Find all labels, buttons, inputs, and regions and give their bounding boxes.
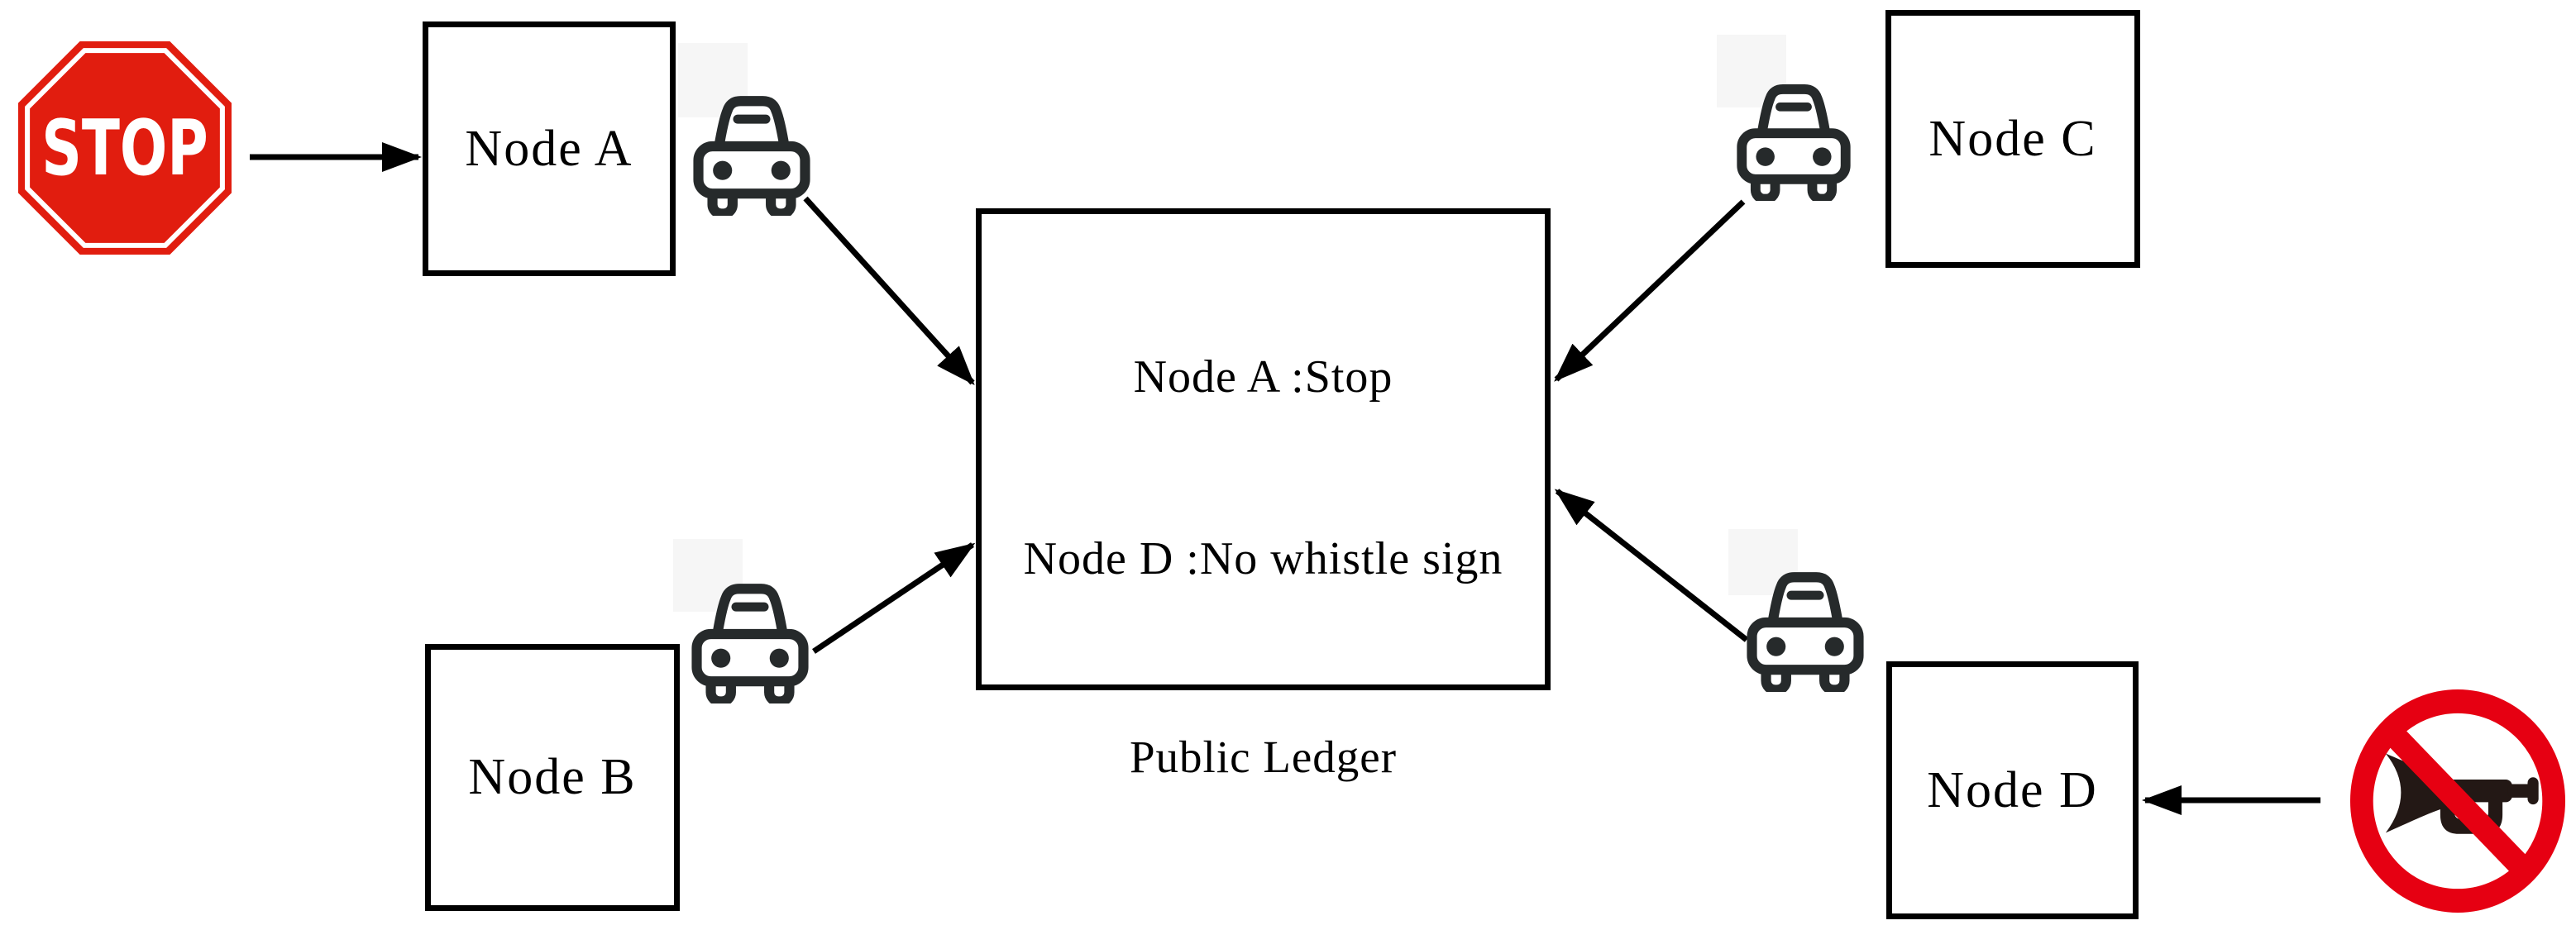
public-ledger-box: Node A :Stop Node D :No whistle sign (976, 208, 1551, 690)
car-icon-node-c (1735, 79, 1852, 201)
car-cabin (1756, 84, 1831, 141)
arrow-car-c-to-ledger (1554, 199, 1746, 382)
node-d-box: Node D (1886, 661, 2139, 919)
node-b-label: Node B (468, 749, 637, 805)
car-cabin (1766, 572, 1844, 631)
car-body (1747, 617, 1864, 675)
node-c-box: Node C (1885, 10, 2140, 268)
stop-sign: STOP (17, 40, 233, 256)
node-a-label: Node A (465, 120, 633, 177)
car-cabin (713, 96, 791, 155)
prohibition-slash (2382, 723, 2533, 879)
arrow-car-b-to-ledger (812, 542, 976, 654)
node-d-label: Node D (1927, 761, 2098, 818)
car-cabin (711, 584, 789, 642)
car-headlight (1824, 637, 1844, 656)
node-b-box: Node B (425, 644, 680, 911)
car-icon-node-d (1745, 567, 1866, 692)
car-headlight (711, 648, 731, 668)
stop-sign-text: STOP (41, 103, 208, 193)
ledger-entry-node-d: Node D :No whistle sign (1023, 533, 1503, 584)
car-headlight (1813, 147, 1832, 166)
car-icon-node-b (690, 579, 810, 703)
node-a-box: Node A (423, 21, 676, 276)
car-headlight (1756, 147, 1775, 166)
car-headlight (771, 160, 791, 180)
stop-sign-inner-border (25, 48, 225, 248)
stop-sign-octagon (18, 41, 232, 255)
public-ledger-caption: Public Ledger (1129, 732, 1398, 782)
car-headlight (1766, 637, 1786, 656)
car-body (1737, 128, 1851, 184)
arrow-car-a-to-ledger (803, 196, 975, 385)
ledger-entry-node-a: Node A :Stop (1133, 351, 1393, 403)
car-headlight (769, 648, 789, 668)
car-icon-node-a (691, 91, 812, 216)
node-c-label: Node C (1928, 110, 2097, 167)
car-body (691, 628, 809, 687)
car-body (693, 141, 810, 199)
arrow-car-d-to-ledger (1554, 489, 1749, 642)
car-headlight (713, 160, 733, 180)
no-whistle-sign (2349, 688, 2567, 914)
